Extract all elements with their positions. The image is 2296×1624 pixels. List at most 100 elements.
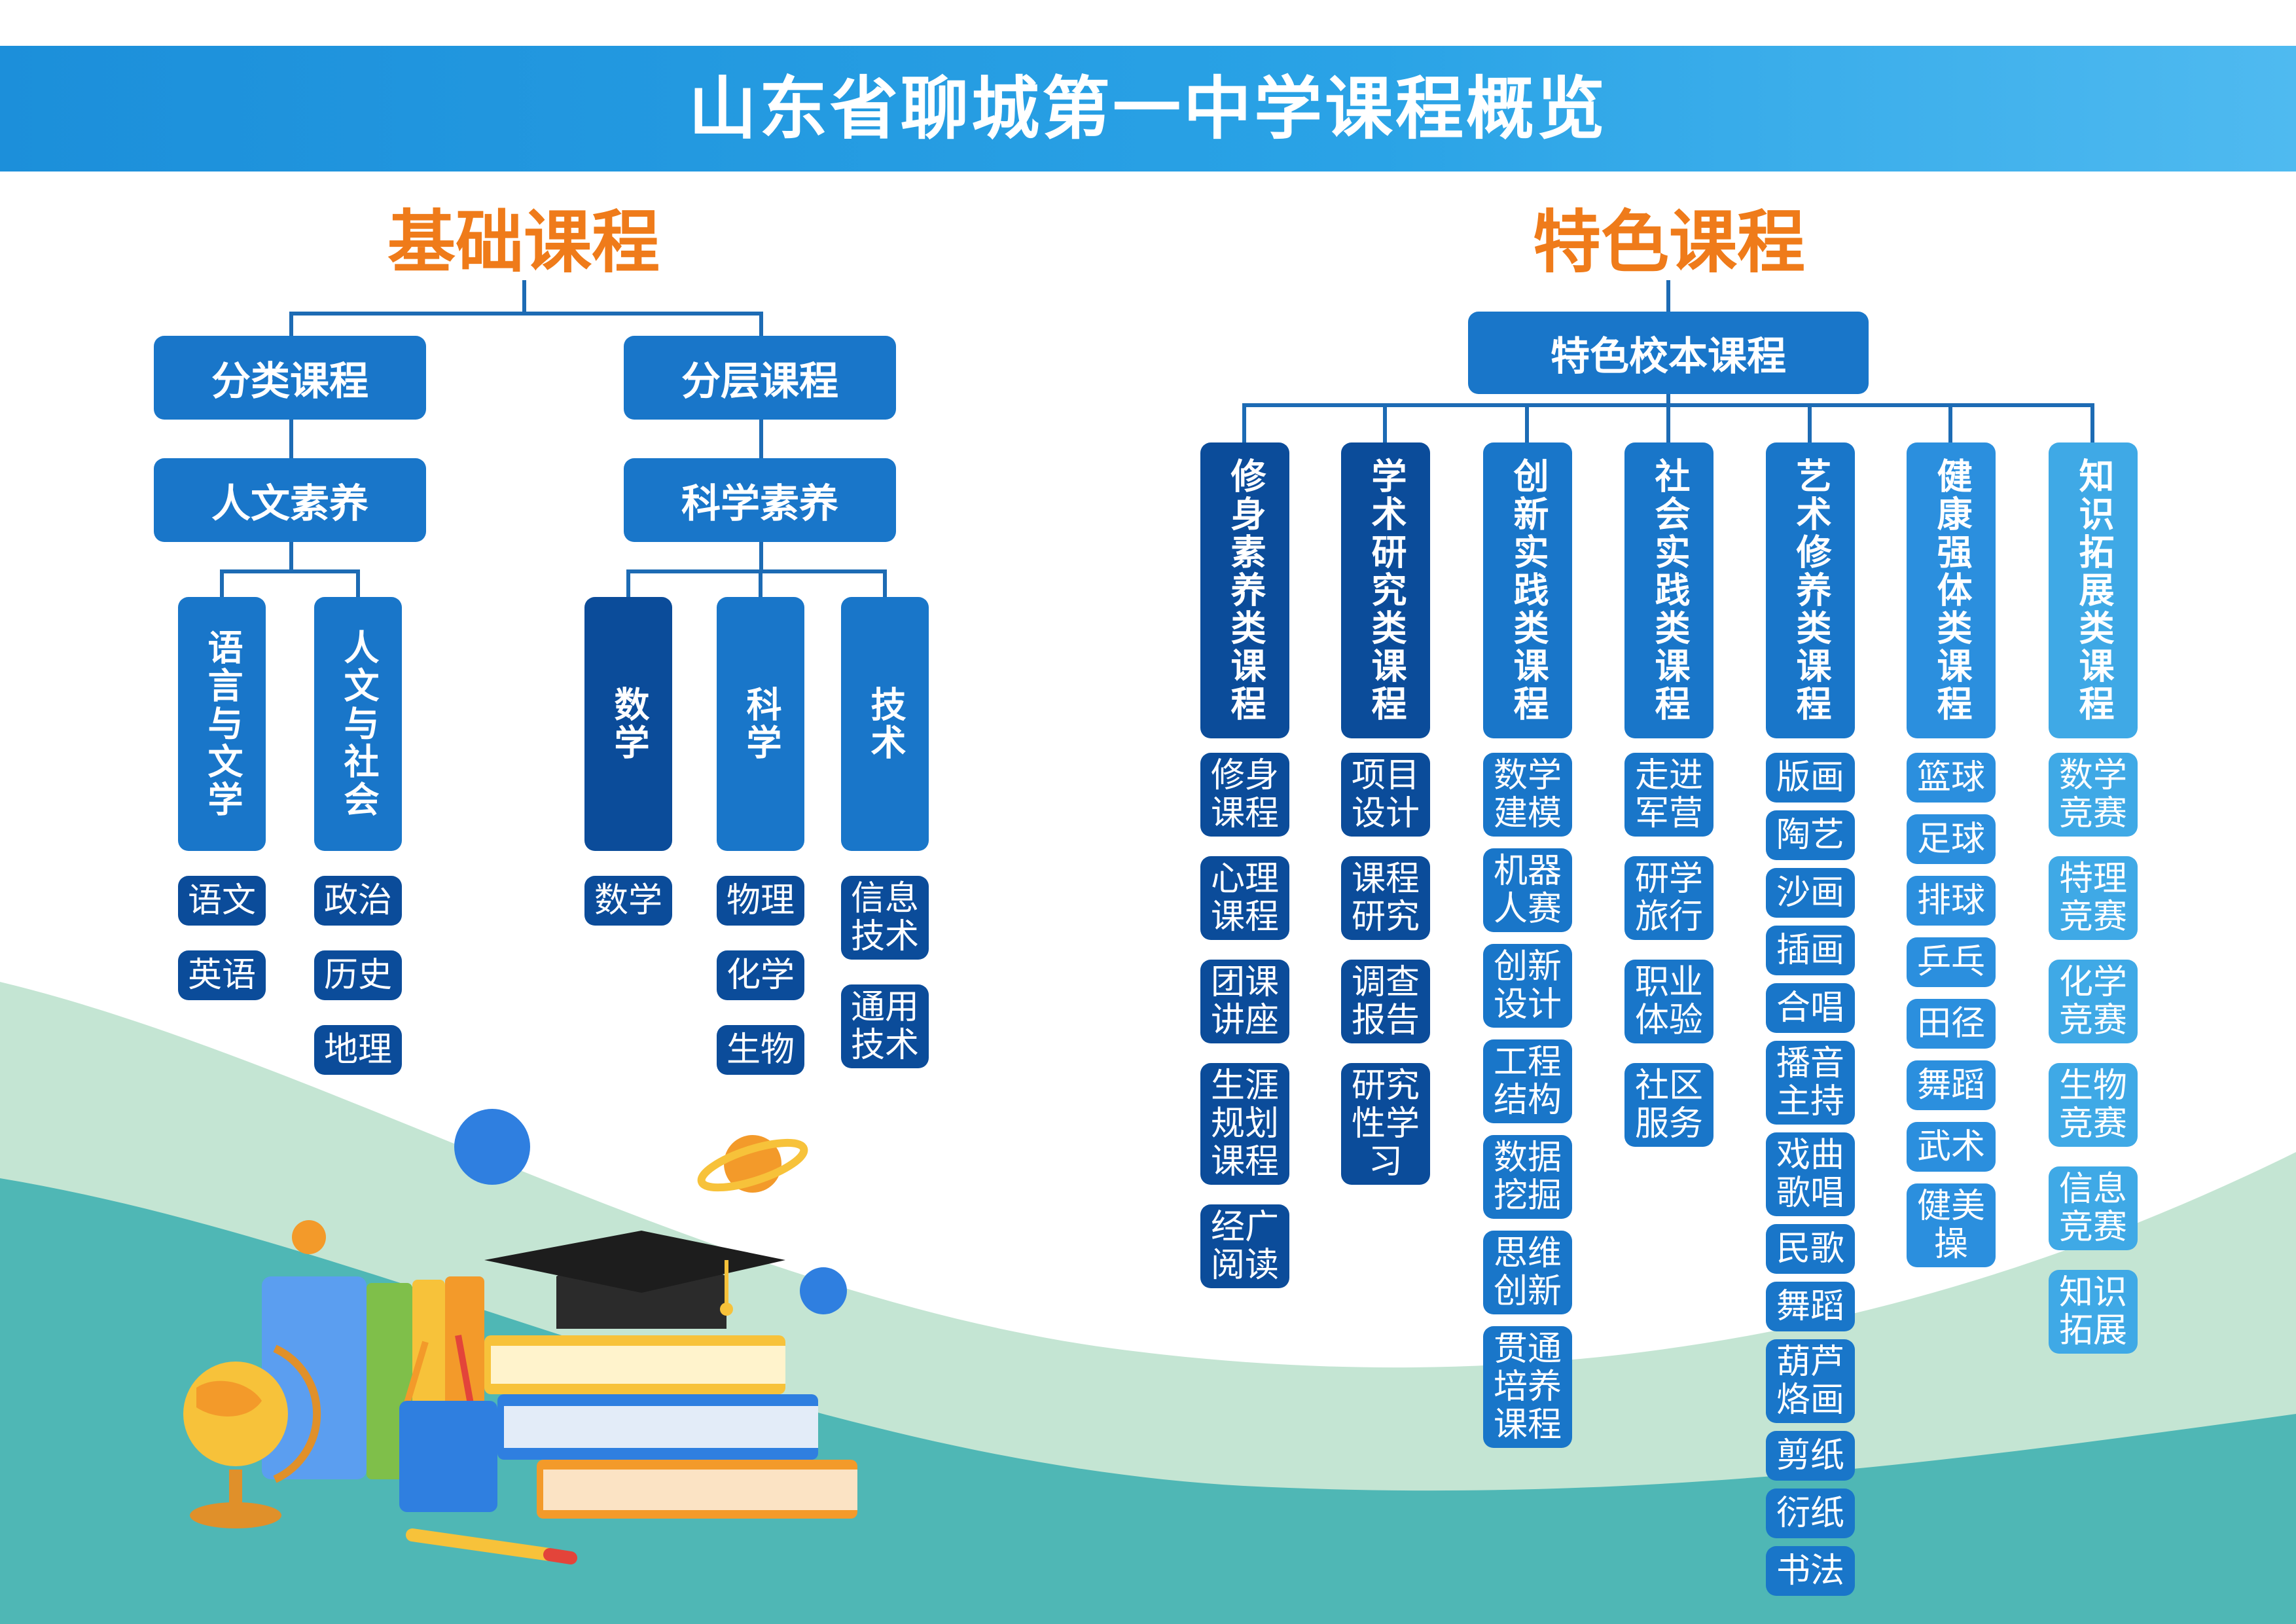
course-item: 陶艺 <box>1766 810 1855 860</box>
course-item-label: 数据 挖掘 <box>1493 1138 1562 1216</box>
course-item: 贯通 培养 课程 <box>1483 1326 1572 1448</box>
connector-line <box>1666 403 1670 442</box>
pencil-icon <box>406 1528 577 1564</box>
course-item: 研学 旅行 <box>1624 856 1713 940</box>
course-item-label: 生物 竞赛 <box>2058 1066 2127 1144</box>
connector-line <box>1666 280 1670 313</box>
connector-line <box>1808 403 1812 442</box>
connector-line <box>1383 403 1387 442</box>
course-item: 生物 竞赛 <box>2049 1063 2138 1147</box>
subject-box: 科学 <box>717 597 804 851</box>
special-category-box: 修身素养类课程 <box>1200 442 1289 738</box>
course-item-label: 项目 设计 <box>1351 755 1420 833</box>
course-item-label: 民歌 <box>1776 1229 1844 1269</box>
course-item-label: 衍纸 <box>1776 1493 1844 1533</box>
course-item: 走进 军营 <box>1624 753 1713 837</box>
course-item-label: 社区 服务 <box>1634 1066 1703 1144</box>
course-item: 工程 结构 <box>1483 1039 1572 1123</box>
course-item-label: 插画 <box>1776 930 1844 970</box>
course-item: 社区 服务 <box>1624 1063 1713 1147</box>
course-item: 特理 竞赛 <box>2049 856 2138 940</box>
course-item-label: 武术 <box>1916 1127 1985 1166</box>
course-item: 项目 设计 <box>1341 753 1430 837</box>
connector-line <box>289 312 763 316</box>
course-item: 知识 拓展 <box>2049 1270 2138 1354</box>
course-item: 数学 建模 <box>1483 753 1572 837</box>
basic-section-title: 基础课程 <box>387 202 660 282</box>
special-category-box: 创新实践类课程 <box>1483 442 1572 738</box>
course-item-label: 贯通 培养 课程 <box>1493 1329 1562 1445</box>
title-banner <box>0 46 2296 171</box>
course-item: 插画 <box>1766 926 1855 975</box>
course-item: 排球 <box>1907 876 1996 926</box>
course-item-label: 走进 军营 <box>1634 755 1703 833</box>
course-item: 田径 <box>1907 999 1996 1049</box>
subject-box: 语言与文学 <box>178 597 266 851</box>
course-item: 化学 竞赛 <box>2049 960 2138 1043</box>
course-item-label: 舞蹈 <box>1916 1065 1985 1105</box>
connector-line <box>627 569 885 573</box>
special-root-box: 特色校本课程 <box>1468 312 1869 394</box>
small-blue-ball-icon <box>800 1267 847 1314</box>
course-item-label: 历史 <box>323 955 392 995</box>
connector-line <box>759 312 763 338</box>
course-item: 调查 报告 <box>1341 960 1430 1043</box>
course-item-label: 合唱 <box>1776 988 1844 1028</box>
course-item-label: 排球 <box>1916 880 1985 920</box>
category-box-layered: 分层课程 <box>624 336 896 420</box>
course-item: 职业 体验 <box>1624 960 1713 1043</box>
course-item: 团课 讲座 <box>1200 960 1289 1043</box>
course-item-label: 数学 竞赛 <box>2058 755 2127 833</box>
course-item: 数据 挖掘 <box>1483 1135 1572 1219</box>
subject-box: 数学 <box>584 597 672 851</box>
connector-line <box>220 569 224 598</box>
course-item-label: 英语 <box>187 955 256 995</box>
course-item-label: 团课 讲座 <box>1210 962 1279 1040</box>
course-item: 思维 创新 <box>1483 1231 1572 1314</box>
course-item-label: 化学 竞赛 <box>2058 962 2127 1040</box>
course-item-label: 知识 拓展 <box>2058 1272 2127 1350</box>
course-item-label: 工程 结构 <box>1493 1042 1562 1120</box>
course-item-label: 版画 <box>1776 757 1844 797</box>
special-category-box: 艺术修养类课程 <box>1766 442 1855 738</box>
course-item: 通用 技术 <box>841 984 929 1068</box>
connector-line <box>289 312 293 338</box>
course-item-label: 戏曲 歌唱 <box>1776 1135 1844 1213</box>
graduation-cap-icon <box>484 1231 785 1329</box>
course-item: 数学 <box>584 876 672 926</box>
globe-icon <box>183 1344 321 1528</box>
course-item: 信息 技术 <box>841 876 929 960</box>
course-item: 乒乓 <box>1907 937 1996 987</box>
category-box-science: 科学素养 <box>624 458 896 542</box>
course-item-label: 机器 人赛 <box>1493 851 1562 929</box>
course-item: 历史 <box>314 950 402 1000</box>
course-item: 葫芦 烙画 <box>1766 1339 1855 1423</box>
course-item: 课程 研究 <box>1341 856 1430 940</box>
course-item-label: 职业 体验 <box>1634 962 1703 1040</box>
course-item-label: 书法 <box>1776 1551 1844 1591</box>
book-stack-icon <box>484 1335 857 1519</box>
course-item-label: 化学 <box>726 955 795 995</box>
connector-line <box>626 569 630 598</box>
course-item-label: 思维 创新 <box>1493 1233 1562 1311</box>
course-item: 舞蹈 <box>1766 1282 1855 1331</box>
course-item-label: 篮球 <box>1916 757 1985 797</box>
category-box-classified: 分类课程 <box>154 336 426 420</box>
page-title: 山东省聊城第一中学课程概览 <box>688 69 1607 149</box>
connector-line <box>220 569 359 573</box>
course-item: 剪纸 <box>1766 1431 1855 1481</box>
connector-line <box>1948 403 1952 442</box>
connector-line <box>883 569 887 598</box>
course-item: 地理 <box>314 1025 402 1075</box>
course-item: 篮球 <box>1907 753 1996 803</box>
course-item: 研究 性学 习 <box>1341 1063 1430 1185</box>
orange-ball-icon <box>292 1220 326 1254</box>
course-item: 英语 <box>178 950 266 1000</box>
course-item-label: 地理 <box>323 1030 392 1070</box>
connector-line <box>2090 403 2094 442</box>
course-item: 创新 设计 <box>1483 944 1572 1028</box>
course-item: 舞蹈 <box>1907 1060 1996 1110</box>
course-item: 武术 <box>1907 1122 1996 1172</box>
course-item-label: 葫芦 烙画 <box>1776 1342 1844 1420</box>
